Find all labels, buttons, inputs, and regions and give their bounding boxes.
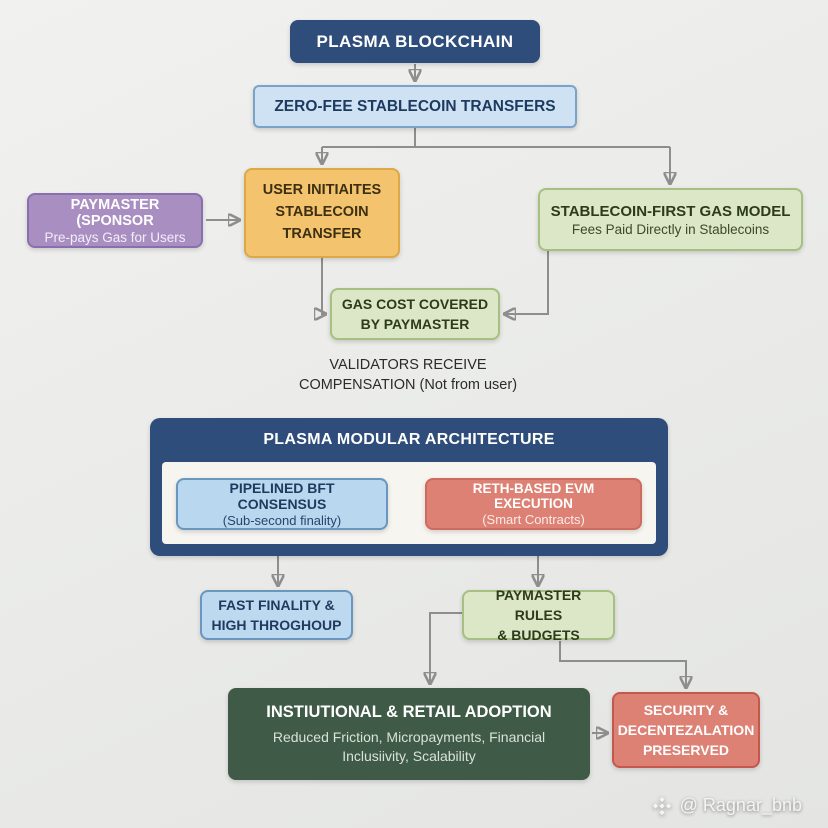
note-line: COMPENSATION (Not from user) bbox=[298, 376, 518, 393]
node-line: FAST FINALITY & bbox=[218, 596, 335, 613]
node-zero-fee-transfers: ZERO-FEE STABLECOIN TRANSFERS bbox=[253, 85, 577, 128]
node-title: ZERO-FEE STABLECOIN TRANSFERS bbox=[274, 97, 556, 115]
node-fast-finality: FAST FINALITY & HIGH THROGHOUP bbox=[200, 590, 353, 640]
node-subtitle: (Sub-second finality) bbox=[222, 513, 342, 528]
node-line: USER INITIAITES bbox=[262, 182, 382, 199]
watermark-text: @ Ragnar_bnb bbox=[679, 795, 802, 815]
node-title: PLASMA BLOCKCHAIN bbox=[316, 31, 514, 51]
node-line: & BUDGETS bbox=[497, 627, 580, 644]
watermark: @ Ragnar_bnb bbox=[652, 795, 802, 816]
node-title: STABLECOIN-FIRST GAS MODEL bbox=[550, 202, 791, 220]
connector-user-to-gas bbox=[322, 258, 325, 314]
node-pipelined-bft-consensus: PIPELINED BFT CONSENSUS (Sub-second fina… bbox=[176, 478, 388, 530]
node-subtitle: Fees Paid Directly in Stablecoins bbox=[571, 221, 770, 237]
node-subtitle: (Smart Contracts) bbox=[482, 512, 585, 527]
node-line: SECURITY & bbox=[643, 701, 729, 718]
note-validators-compensation: VALIDATORS RECEIVE COMPENSATION (Not fro… bbox=[258, 356, 558, 395]
connector-stablecoin-to-gas bbox=[505, 251, 549, 314]
node-paymaster-sponsor: PAYMASTER (SPONSOR Pre-pays Gas for User… bbox=[27, 193, 203, 248]
node-title: INSTIUTIONAL & RETAIL ADOPTION bbox=[266, 702, 552, 721]
node-user-initiates-transfer: USER INITIAITES STABLECOIN TRANSFER bbox=[244, 168, 400, 258]
note-line: VALIDATORS RECEIVE bbox=[329, 357, 487, 373]
node-subtitle: Reduced Friction, Micropayments, Financi… bbox=[272, 728, 546, 745]
node-title: RETH-BASED EVM EXECUTION bbox=[472, 481, 595, 511]
node-line: STABLECOIN bbox=[275, 204, 369, 221]
node-institutional-retail-adoption: INSTIUTIONAL & RETAIL ADOPTION Reduced F… bbox=[228, 688, 590, 780]
node-reth-evm-execution: RETH-BASED EVM EXECUTION (Smart Contract… bbox=[425, 478, 642, 530]
node-subtitle: Pre-pays Gas for Users bbox=[44, 229, 186, 245]
node-line: HIGH THROGHOUP bbox=[211, 617, 342, 633]
node-paymaster-rules-budgets: PAYMASTER RULES & BUDGETS bbox=[462, 587, 615, 643]
node-line: DECENTEZALATION bbox=[617, 721, 755, 738]
node-gas-cost-covered: GAS COST COVERED BY PAYMASTER bbox=[330, 288, 500, 340]
connector-rules-to-security bbox=[559, 641, 686, 687]
node-line: GAS COST COVERED bbox=[341, 295, 489, 312]
node-title: PIPELINED BFT CONSENSUS bbox=[229, 480, 335, 512]
node-line: TRANSFER bbox=[282, 225, 362, 242]
binance-diamond-icon bbox=[652, 796, 671, 815]
node-line: PAYMASTER RULES bbox=[495, 586, 582, 623]
connector-rules-to-adoption bbox=[430, 612, 462, 683]
node-stablecoin-first-gas-model: STABLECOIN-FIRST GAS MODEL Fees Paid Dir… bbox=[538, 188, 803, 251]
node-plasma-blockchain: PLASMA BLOCKCHAIN bbox=[290, 20, 540, 63]
container-title: PLASMA MODULAR ARCHITECTURE bbox=[263, 431, 555, 448]
node-line: BY PAYMASTER bbox=[360, 316, 470, 332]
node-title: PAYMASTER (SPONSOR bbox=[70, 196, 160, 229]
node-subtitle: Inclusiivity, Scalability bbox=[342, 747, 476, 764]
node-line: PRESERVED bbox=[642, 742, 730, 759]
node-security-decentralization: SECURITY & DECENTEZALATION PRESERVED bbox=[612, 692, 760, 768]
